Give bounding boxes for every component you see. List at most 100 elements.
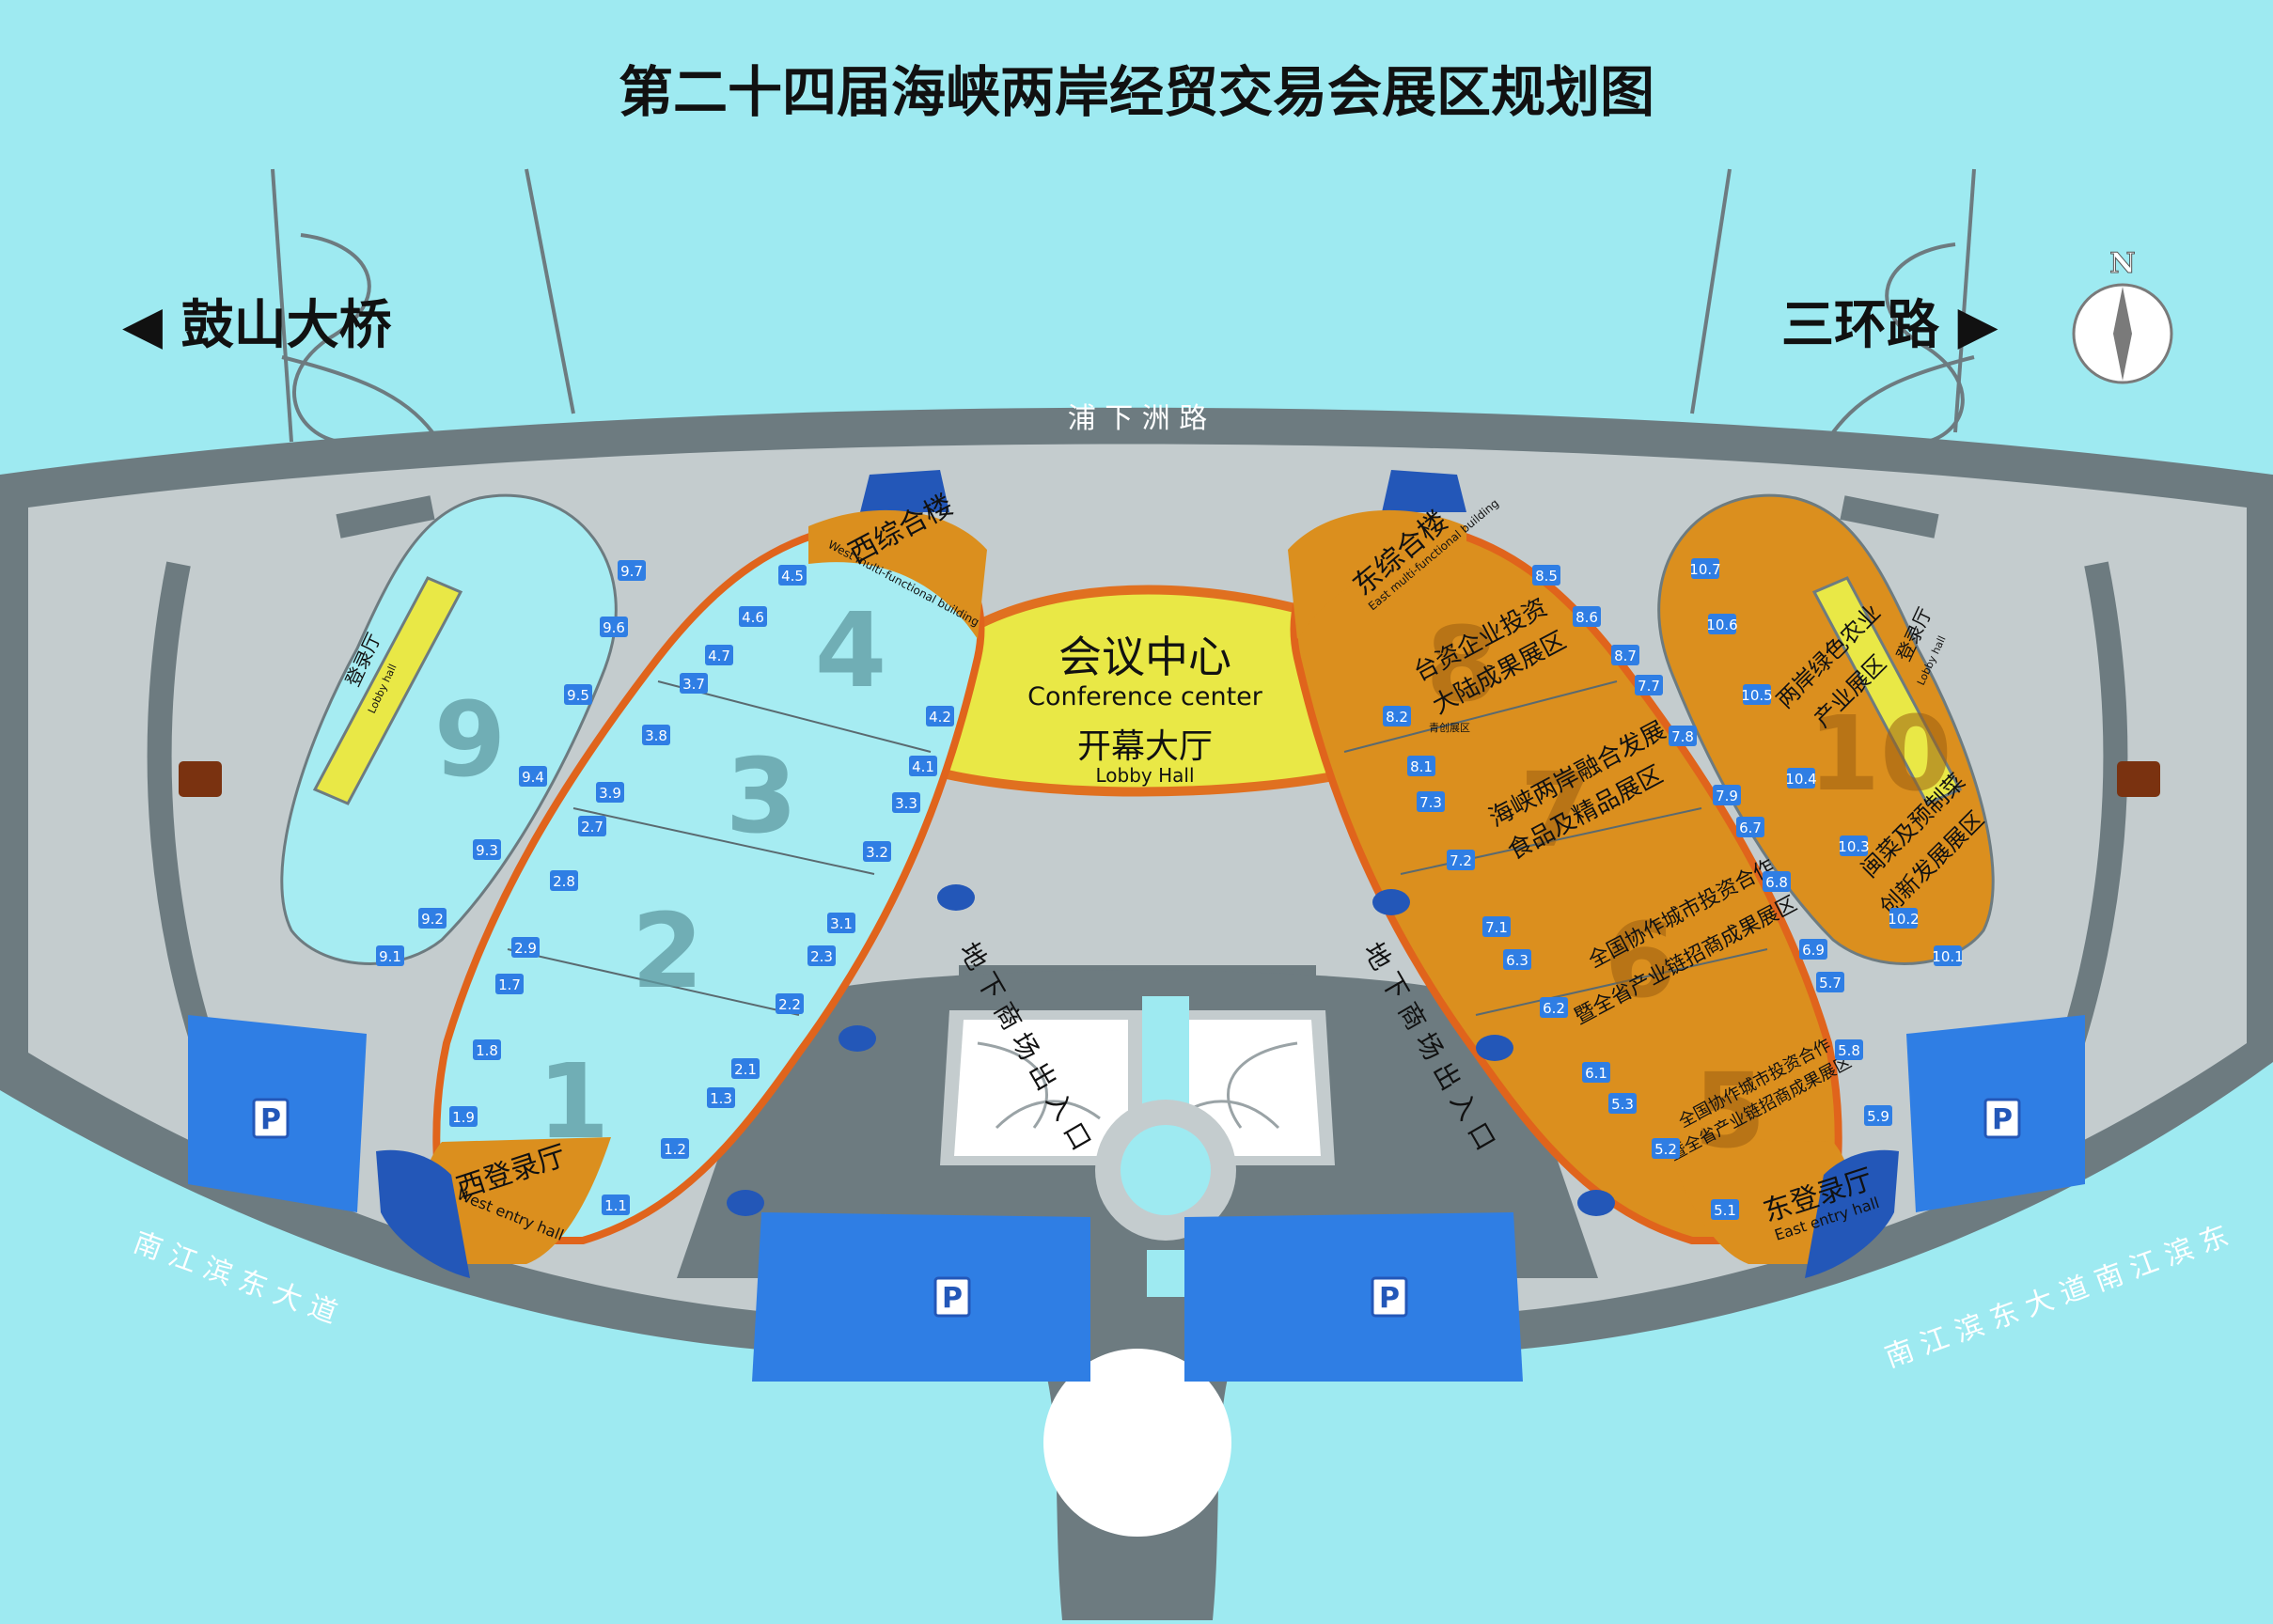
gate-label-5.1: 5.1 xyxy=(1714,1202,1736,1219)
gate-marker-2.8 xyxy=(550,870,578,891)
gate-label-5.3: 5.3 xyxy=(1611,1096,1634,1113)
gate-marker-5.2 xyxy=(1652,1138,1680,1159)
gate-marker-9.6 xyxy=(600,617,628,637)
hall-number-8: 8 xyxy=(1426,604,1498,725)
north-label: N xyxy=(2109,247,2135,280)
gate-marker-4.1 xyxy=(909,756,937,776)
gate-label-6.2: 6.2 xyxy=(1543,1000,1565,1017)
gate-marker-3.3 xyxy=(892,792,920,813)
gate-marker-6.3 xyxy=(1503,949,1531,970)
north-access-roads-left xyxy=(271,168,575,444)
center-lot-curves xyxy=(977,1041,1298,1130)
gate-marker-10.3 xyxy=(1840,835,1868,856)
gate-marker-10.7 xyxy=(1691,558,1719,579)
gate-label-2.7: 2.7 xyxy=(581,819,604,835)
gate-marker-4.2 xyxy=(926,706,954,726)
gate-marker-5.1 xyxy=(1711,1199,1739,1220)
gate-label-10.5: 10.5 xyxy=(1741,687,1772,704)
gate-marker-2.2 xyxy=(776,993,804,1014)
lobby-hall-left xyxy=(312,576,463,805)
hall-numbers-east: 8 7 6 5 10 xyxy=(1426,604,1952,1171)
gate-marker-5.8 xyxy=(1835,1039,1863,1060)
gate-label-10.1: 10.1 xyxy=(1932,948,1963,965)
gate-label-6.1: 6.1 xyxy=(1585,1065,1607,1082)
map-title: 第二十四届海峡两岸经贸交易会展区规划图 xyxy=(619,60,1654,124)
gate-label-5.7: 5.7 xyxy=(1819,975,1842,992)
gate-marker-4.5 xyxy=(778,565,807,586)
lobby-hall-right xyxy=(1811,576,1963,805)
parking-label-se: P xyxy=(1379,1282,1400,1315)
gate-label-3.1: 3.1 xyxy=(830,915,853,932)
gate-label-9.3: 9.3 xyxy=(476,842,498,859)
gate-label-8.1: 8.1 xyxy=(1410,758,1433,775)
east-multi-building xyxy=(1288,509,1466,639)
gate-marker-1.3 xyxy=(707,1087,735,1108)
gate-label-1.9: 1.9 xyxy=(452,1109,475,1126)
hall-number-3: 3 xyxy=(726,736,798,856)
bus-icon-east xyxy=(2117,761,2160,797)
gate-label-9.4: 9.4 xyxy=(522,769,544,786)
gate-label-6.9: 6.9 xyxy=(1802,942,1825,959)
gate-marker-10.2 xyxy=(1889,908,1918,929)
gate-label-3.9: 3.9 xyxy=(599,785,621,802)
hall-number-1: 1 xyxy=(538,1041,610,1162)
gate-label-7.8: 7.8 xyxy=(1671,728,1694,745)
center-white-lot-left xyxy=(954,1020,1128,1156)
west-exhibition-halls xyxy=(432,519,985,1244)
gate-markers: 1.11.21.31.71.81.92.12.22.32.72.82.93.13… xyxy=(376,558,1964,1220)
gate-label-10.2: 10.2 xyxy=(1888,911,1919,928)
gate-marker-6.1 xyxy=(1582,1062,1610,1083)
gate-label-2.1: 2.1 xyxy=(734,1061,757,1078)
parking-signs xyxy=(252,1098,2021,1318)
parking-south-east xyxy=(1184,1212,1523,1382)
gate-marker-9.5 xyxy=(564,684,592,705)
gate-label-2.2: 2.2 xyxy=(778,996,801,1013)
gate-label-2.8: 2.8 xyxy=(553,873,575,890)
parking-letters: P P P P xyxy=(260,1103,2013,1315)
gate-marker-1.7 xyxy=(495,974,524,994)
bus-icons xyxy=(179,761,2160,797)
parking-label-west: P xyxy=(260,1103,281,1136)
gate-label-5.9: 5.9 xyxy=(1867,1108,1889,1125)
direction-right: 三环路 ▶ xyxy=(1781,295,1999,356)
east-blue-arc xyxy=(1805,1149,1899,1278)
gate-label-3.8: 3.8 xyxy=(645,727,667,744)
gate-marker-2.1 xyxy=(731,1058,760,1079)
gate-label-10.6: 10.6 xyxy=(1706,617,1737,633)
gate-label-3.3: 3.3 xyxy=(895,795,917,812)
gate-marker-9.7 xyxy=(618,560,646,581)
gate-marker-8.2 xyxy=(1383,706,1411,726)
west-entry-hall xyxy=(420,1137,611,1264)
central-fountain xyxy=(1121,1125,1211,1215)
hall-number-6: 6 xyxy=(1605,900,1677,1021)
gate-marker-1.9 xyxy=(449,1106,478,1127)
south-roundabout xyxy=(1043,1349,1231,1537)
gate-marker-10.6 xyxy=(1708,614,1736,634)
gate-marker-6.9 xyxy=(1799,939,1827,960)
gate-label-4.2: 4.2 xyxy=(929,709,951,726)
west-multi-building xyxy=(808,509,987,639)
gate-marker-6.7 xyxy=(1736,817,1764,837)
gate-marker-6.2 xyxy=(1540,997,1568,1018)
gate-label-8.2: 8.2 xyxy=(1386,709,1408,726)
gate-label-5.8: 5.8 xyxy=(1838,1042,1860,1059)
gate-label-3.7: 3.7 xyxy=(682,676,705,693)
gate-marker-7.9 xyxy=(1713,785,1741,805)
lobby-title-cn: 开幕大厅 xyxy=(1077,727,1213,766)
gate-label-9.5: 9.5 xyxy=(567,687,589,704)
gate-label-9.2: 9.2 xyxy=(421,911,444,928)
gate-marker-7.3 xyxy=(1417,791,1445,812)
gate-marker-3.2 xyxy=(863,841,891,862)
gate-label-1.8: 1.8 xyxy=(476,1042,498,1059)
gate-marker-1.1 xyxy=(602,1195,630,1215)
center-pool xyxy=(1142,996,1189,1104)
lobby-title-en: Lobby Hall xyxy=(1095,764,1194,787)
parking-south-west xyxy=(752,1212,1090,1382)
gate-label-8.5: 8.5 xyxy=(1535,568,1558,585)
gate-marker-3.1 xyxy=(827,913,855,933)
gate-marker-5.7 xyxy=(1816,972,1844,992)
west-multi-roof xyxy=(860,470,949,512)
gate-marker-6.8 xyxy=(1763,871,1791,892)
direction-left: ◀ 鼓山大桥 xyxy=(122,295,392,356)
gate-marker-7.1 xyxy=(1482,916,1511,937)
